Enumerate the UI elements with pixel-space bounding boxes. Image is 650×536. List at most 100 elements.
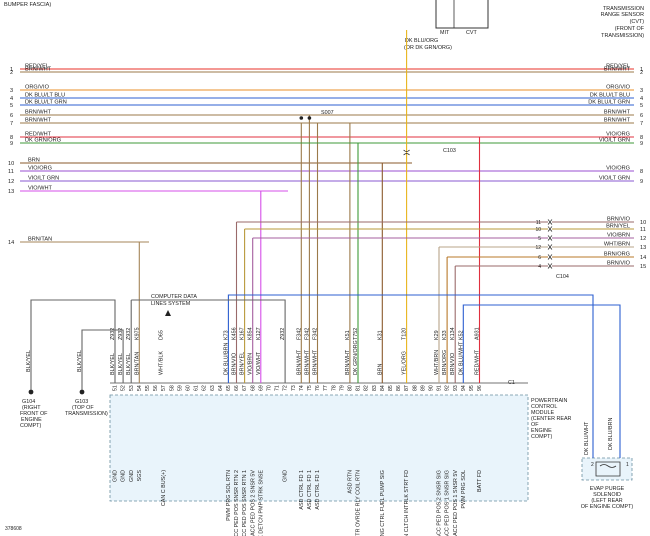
left-wire-color: ORG/VIO (25, 85, 50, 91)
pcm-label-line: POWERTRAIN (531, 398, 568, 404)
left-wire-color: DK BLU/LT BLU (25, 93, 65, 99)
evap-label-line: (LEFT REAR (591, 498, 622, 504)
pcm-wire-color-label: BRN/WHT (345, 349, 351, 375)
pcm-pin-function: GND (283, 470, 289, 482)
ground-label-line: (RIGHT (22, 405, 41, 411)
right-wire-number: 4 (640, 96, 643, 102)
pcm-pin-number: 93 (453, 385, 459, 391)
pcm-pin-number: 55 (145, 385, 151, 391)
ground-symbol (28, 389, 34, 395)
pcm-pin-number: 76 (315, 385, 321, 391)
pcm-circuit-label: Z932 (126, 328, 132, 340)
connector-c104: C104 (556, 274, 569, 280)
pcm-wire-color-label: BLK/YEL (110, 353, 116, 375)
right-wire-number: 9 (640, 179, 643, 185)
ground-wire-label: BLK/YEL (26, 350, 32, 372)
data-bus-line: LINES SYSTEM (151, 301, 191, 307)
c104-pin-number: 11 (536, 220, 541, 226)
sensor-label-line: RANGE SENSOR (601, 12, 645, 18)
sensor-label: TRANSMISSION RANGE SENSOR (CVT) (FRONT O… (601, 6, 645, 39)
pcm-wire-color-label: WHT/BRN (434, 350, 440, 375)
pcm-wire-color-label: RED/WHT (475, 349, 481, 375)
right-wire-number: 10 (640, 220, 646, 226)
pcm-pin-function: ACC PED POS SNSR RTN 2 (234, 470, 240, 536)
right-wire-color: VIO/ORG (606, 132, 630, 138)
pcm-circuit-label: D65 (159, 330, 165, 340)
ground-label-line: G103 (75, 399, 88, 405)
ground-wire (30, 299, 116, 383)
pcm-pin-number: 88 (412, 385, 418, 391)
left-wire-color: BRN/WHT (25, 110, 52, 116)
left-wire-number: 1 (10, 67, 13, 73)
pcm-pin-number: 68 (250, 385, 256, 391)
pcm-circuit-label: K52 (458, 330, 464, 340)
c104-connector-mark (547, 219, 553, 225)
ground-label-line: G104 (22, 399, 35, 405)
pcm-wire-color-label: DK BLU/BRN (223, 343, 229, 375)
pcm-label-line: OF (531, 422, 539, 428)
pcm-circuit-label: K31 (377, 330, 383, 340)
pcm-circuit-label: F342 (304, 328, 310, 340)
right-wire-number: 6 (640, 113, 643, 119)
pcm-circuit-label: K167 (240, 327, 246, 340)
left-wire-number: 9 (10, 141, 13, 147)
pcm-pin-function: GND (121, 470, 127, 482)
right-wire-color: BRN/WHT (604, 67, 631, 73)
c104-connector-mark (547, 235, 553, 241)
pcm-label: POWERTRAIN CONTROL MODULE (CENTER REAR O… (531, 398, 572, 440)
pcm-circuit-label: K29 (434, 330, 440, 340)
pcm-circuit-label: K33 (442, 330, 448, 340)
c104-pin-number: 5 (538, 236, 541, 242)
wire-purge-return (227, 294, 594, 458)
right-wire-color: RED/YEL (606, 64, 630, 70)
pcm-pin-number: 73 (291, 385, 297, 391)
pcm-pin-number: 83 (372, 385, 378, 391)
left-wire-color: BRN/WHT (25, 118, 52, 124)
data-bus-line: COMPUTER DATA (151, 294, 197, 300)
pcm-connector-box (109, 394, 529, 502)
left-wire-color: RED/YEL (25, 64, 49, 70)
pcm-pin-function: ACC PED POS 1 SNSR 5V (453, 470, 459, 536)
evap-label-line: OF ENGINE COMPT) (581, 504, 634, 510)
right-wire-number: 1 (640, 67, 643, 73)
pcm-wire-color-label: BLK/YEL (126, 353, 132, 375)
evap-pin-b: 1 (626, 462, 629, 468)
pcm-pin-number: 91 (437, 385, 443, 391)
right-wire-number: 12 (640, 236, 646, 242)
pcm-pin-function: BATT FD (477, 470, 483, 492)
c104-pin-number: 10 (535, 227, 541, 233)
sensor-label-line: TRANSMISSION) (601, 33, 644, 39)
right-wire-number: 3 (640, 88, 643, 94)
right-wire-color: BRN/YEL (606, 224, 630, 230)
pcm-pin-function: GND (129, 470, 135, 482)
pcm-pin-number: 61 (194, 385, 200, 391)
pcm-pin-number: 86 (396, 385, 402, 391)
right-wire-color: VIO/LT GRN (599, 138, 630, 144)
pcm-circuit-label: Z932 (280, 328, 286, 340)
pcm-pin-number: 89 (420, 385, 426, 391)
left-wire-color: VIO/ORG (28, 166, 52, 172)
pcm-pin-number: 64 (218, 385, 224, 391)
evap-pin-a: 2 (591, 462, 594, 468)
right-wire-color: DK BLU/LT BLU (590, 93, 630, 99)
pcm-pin-number: 57 (161, 385, 167, 391)
sensor-label-line: TRANSMISSION (603, 6, 644, 12)
pcm-pin-number: 62 (202, 385, 208, 391)
ground-g103: G103 (TOP OF TRANSMISSION) (65, 399, 108, 417)
left-wire-color: DK GRN/ORG (25, 138, 61, 144)
left-wire-color: BRN/TAN (28, 237, 52, 243)
pcm-wire-color-label: BRN/VIO (232, 353, 238, 375)
left-wire-number: 8 (10, 135, 13, 141)
sensor-wire-label-1: DK BLU/ORG (405, 38, 438, 44)
pcm-pin-function: ACC PED POS 1 SNSR SIG (445, 470, 451, 536)
pcm-pin-number: 54 (137, 385, 143, 391)
sensor-pin-mit: MIT (440, 30, 450, 36)
pcm-pin-number: 75 (307, 385, 313, 391)
c104-connector-mark (547, 263, 553, 269)
right-wire-color: BRN/ORG (604, 252, 630, 258)
left-wire-color: RED/WHT (25, 132, 52, 138)
ground-wire (81, 329, 124, 383)
pcm-pin-number: 71 (275, 385, 281, 391)
pcm-circuit-label: T752 (353, 328, 359, 340)
computer-data-lines-note: COMPUTER DATA LINES SYSTEM (151, 294, 197, 316)
